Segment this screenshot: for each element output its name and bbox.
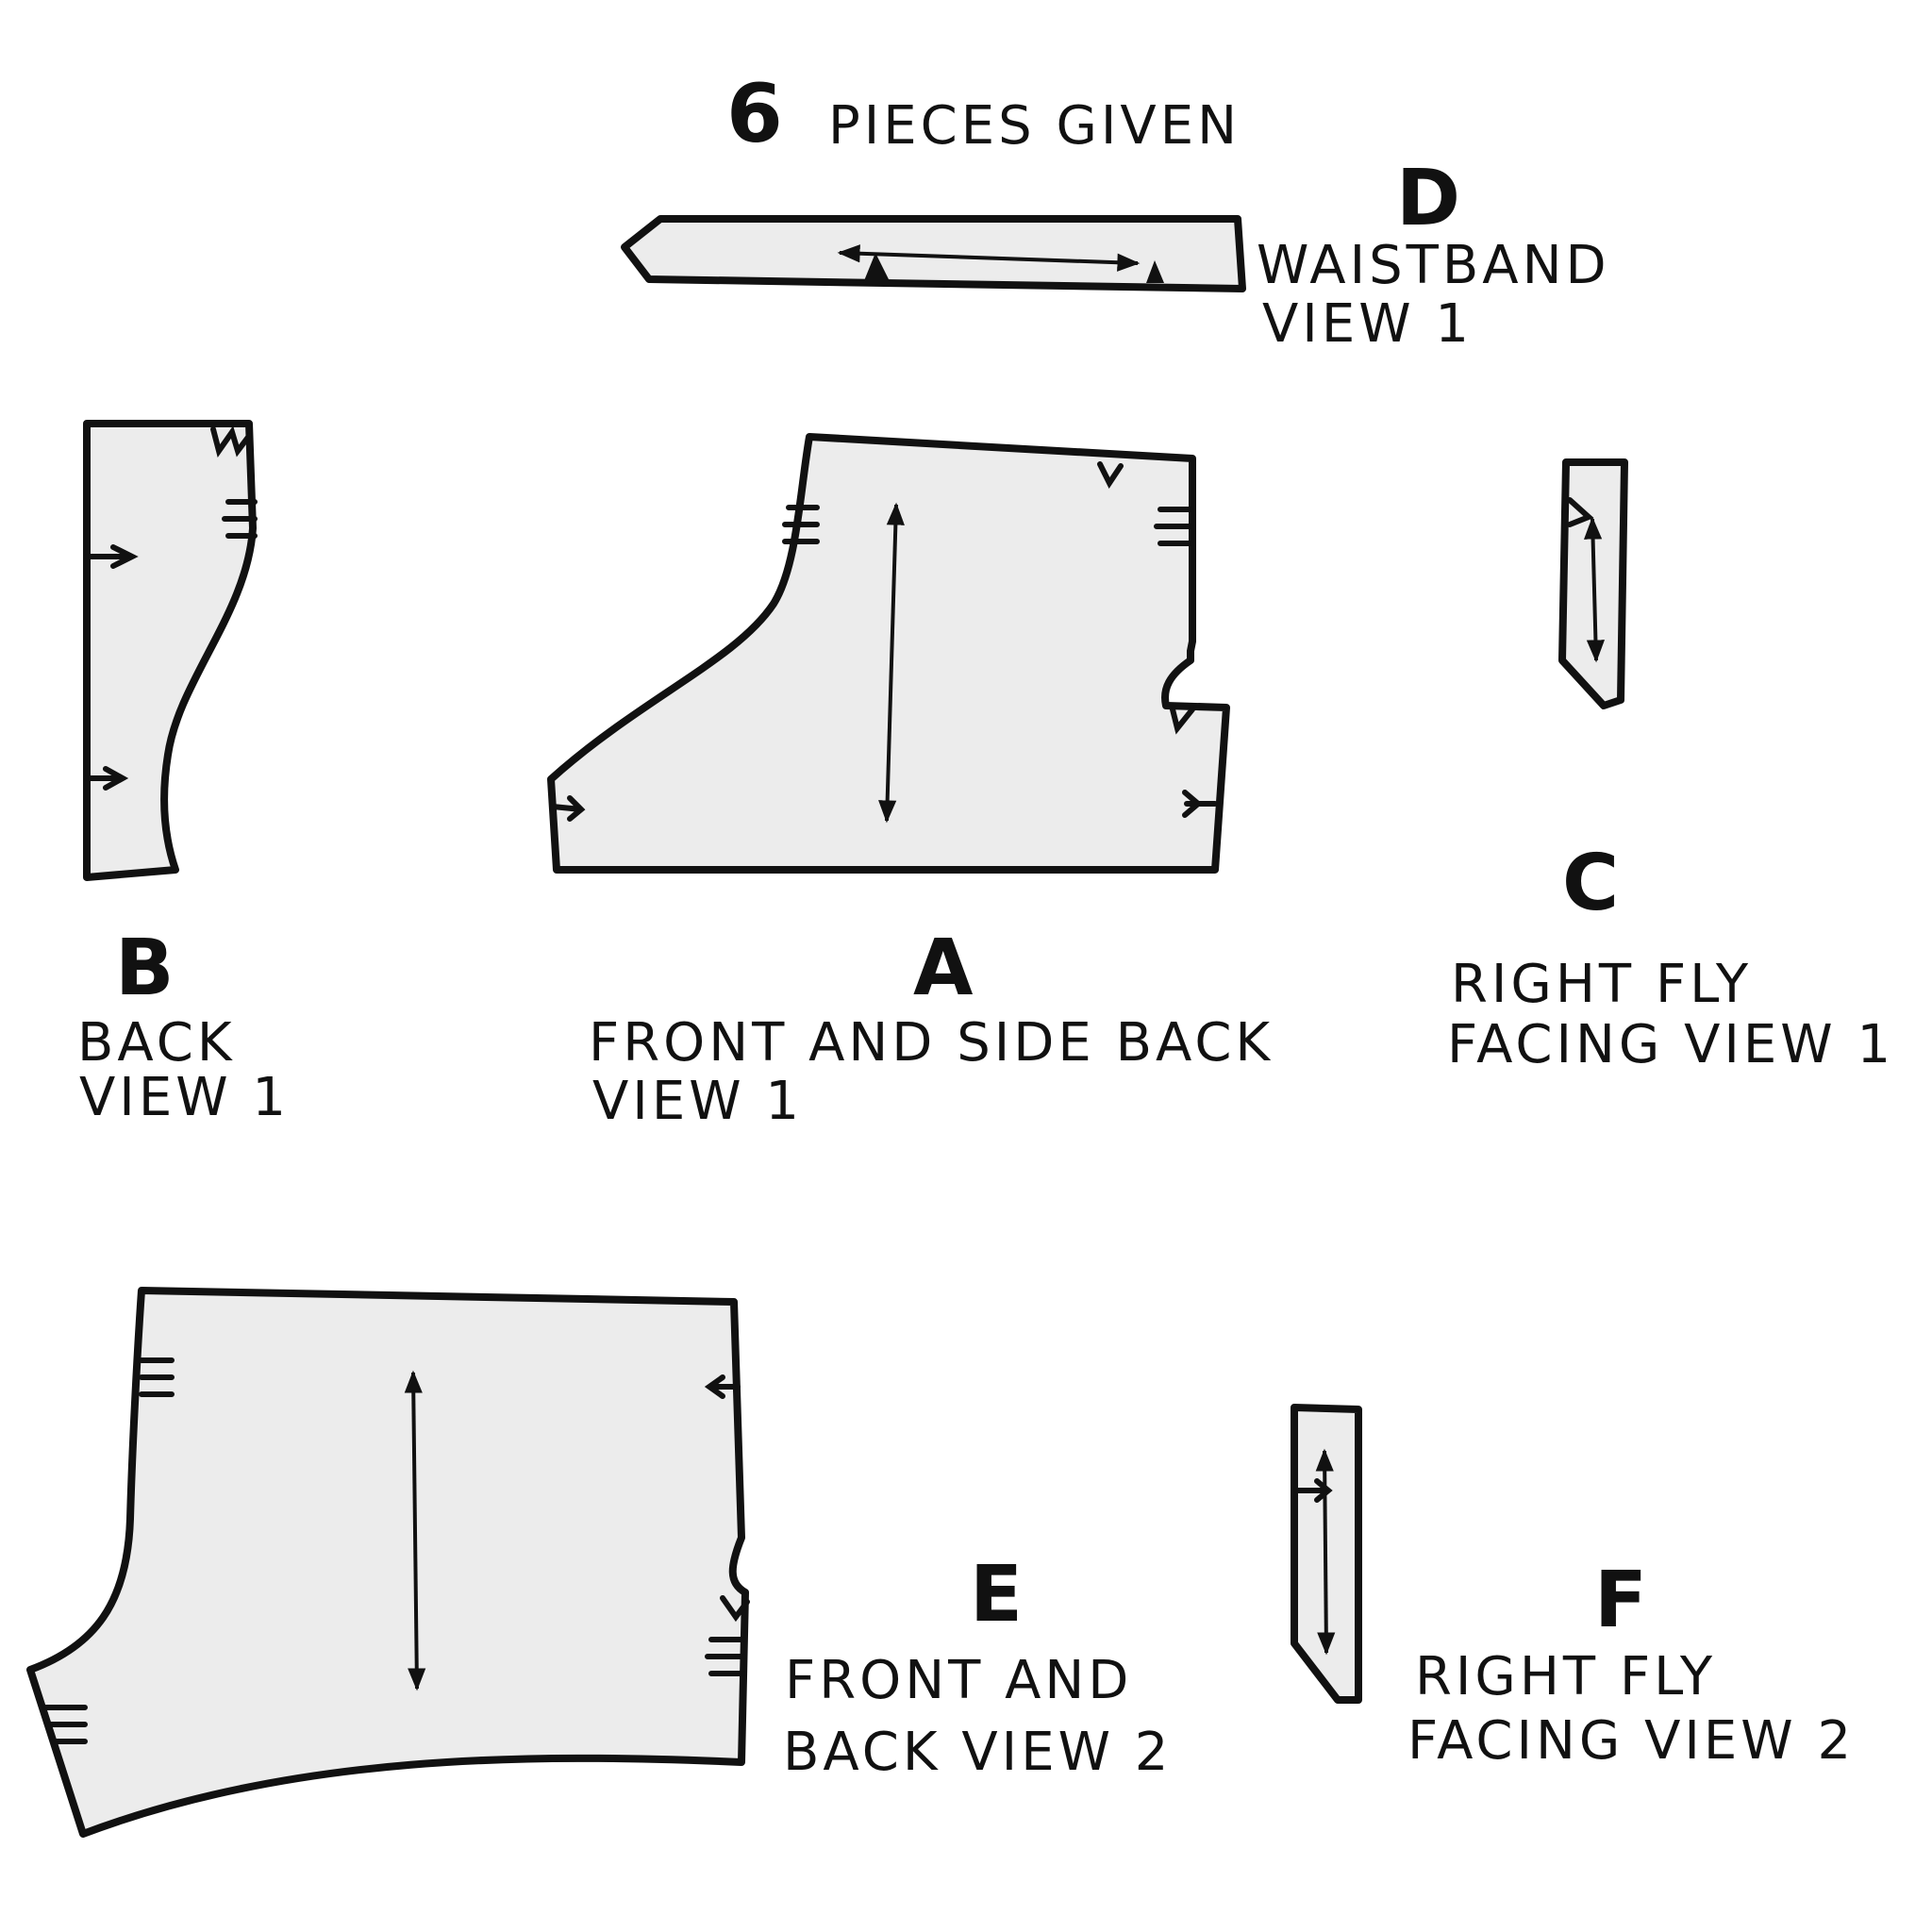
piece-d-label-line2: VIEW 1 <box>1262 293 1473 355</box>
piece-b-label-line2: VIEW 1 <box>79 1067 290 1128</box>
piece-d-label-line1: WAISTBAND <box>1257 235 1610 296</box>
piece-c-letter: C <box>1562 839 1619 928</box>
piece-a-front-and-side-back <box>547 433 1230 874</box>
piece-e-front-and-back <box>26 1287 750 1838</box>
piece-c-label-line2: FACING VIEW 1 <box>1447 1014 1894 1075</box>
piece-c-right-fly-facing <box>1558 458 1628 709</box>
piece-a-label-line1: FRONT AND SIDE BACK <box>589 1012 1274 1074</box>
piece-f-label-line2: FACING VIEW 2 <box>1407 1710 1855 1772</box>
piece-e-label-line1: FRONT AND <box>785 1650 1132 1711</box>
piece-b-label-line1: BACK <box>77 1012 236 1074</box>
piece-b-letter: B <box>115 924 175 1013</box>
piece-f-right-fly-facing <box>1291 1404 1362 1704</box>
piece-d-letter: D <box>1396 154 1460 243</box>
piece-e-label-line2: BACK VIEW 2 <box>783 1722 1172 1783</box>
piece-a-label-line2: VIEW 1 <box>592 1071 803 1132</box>
piece-f-letter: F <box>1594 1556 1647 1645</box>
pieces-count: 6 <box>726 67 783 161</box>
piece-c-label-line1: RIGHT FLY <box>1451 954 1752 1015</box>
pieces-given-title: PIECES GIVEN <box>828 95 1241 157</box>
piece-e-letter: E <box>970 1550 1023 1640</box>
piece-d-waistband <box>621 215 1246 292</box>
piece-b-back <box>83 420 258 881</box>
piece-f-label-line1: RIGHT FLY <box>1415 1646 1716 1707</box>
piece-a-letter: A <box>913 924 974 1013</box>
